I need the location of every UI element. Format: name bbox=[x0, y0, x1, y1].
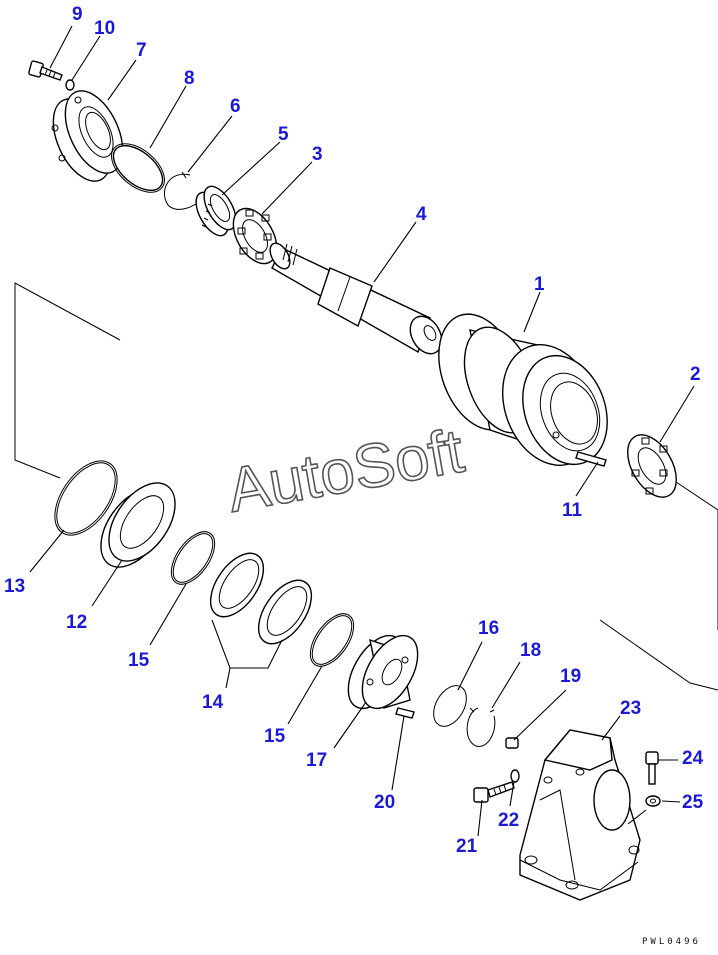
callout-14: 14 bbox=[202, 692, 224, 713]
callout-6: 6 bbox=[230, 96, 241, 117]
part-16-ring bbox=[433, 685, 467, 727]
part-22-washer bbox=[510, 769, 520, 783]
callout-7: 7 bbox=[136, 40, 147, 61]
part-6-snap-ring bbox=[163, 171, 205, 210]
callout-4: 4 bbox=[416, 204, 427, 225]
part-25-washer bbox=[645, 795, 661, 807]
part-19-plug bbox=[505, 737, 519, 749]
callout-15-lower: 15 bbox=[264, 726, 286, 747]
callout-21: 21 bbox=[456, 836, 478, 857]
callout-1: 1 bbox=[534, 274, 545, 295]
callout-23: 23 bbox=[620, 698, 641, 719]
callout-5: 5 bbox=[278, 124, 289, 145]
part-9-bolt bbox=[28, 60, 63, 81]
part-5-bearing-cup bbox=[195, 185, 237, 237]
part-24-bolt bbox=[645, 751, 659, 785]
drawing-code: PWL0496 bbox=[642, 937, 701, 947]
callout-12: 12 bbox=[66, 612, 87, 633]
part-7-cover bbox=[51, 90, 124, 182]
callout-24: 24 bbox=[682, 748, 704, 769]
part-2-bearing bbox=[627, 434, 677, 498]
part-14-seal-a bbox=[209, 552, 265, 618]
part-4-shaft bbox=[269, 242, 443, 355]
callout-17: 17 bbox=[306, 750, 327, 771]
callout-11: 11 bbox=[562, 500, 583, 521]
callout-18: 18 bbox=[520, 640, 541, 661]
part-14-seal-b bbox=[257, 579, 313, 645]
watermark-text: AutoSoft bbox=[222, 417, 468, 526]
callout-16: 16 bbox=[478, 618, 499, 639]
part-3-bearing bbox=[232, 207, 278, 265]
callout-8: 8 bbox=[184, 68, 195, 89]
callout-20: 20 bbox=[374, 792, 395, 813]
part-11-pin bbox=[575, 451, 607, 467]
part-10-washer bbox=[65, 79, 75, 91]
part-18-snap-ring bbox=[466, 707, 496, 747]
leader-lines bbox=[29, 25, 695, 837]
callout-19: 19 bbox=[560, 666, 581, 687]
callout-25: 25 bbox=[682, 792, 704, 813]
part-20-pin bbox=[395, 707, 415, 719]
part-15-o-ring-upper bbox=[170, 531, 216, 585]
part-21-bolt bbox=[473, 781, 515, 803]
part-8-o-ring bbox=[111, 143, 165, 193]
callout-13: 13 bbox=[4, 576, 25, 597]
callout-3: 3 bbox=[312, 144, 323, 165]
callout-9: 9 bbox=[72, 4, 83, 25]
callout-15-upper: 15 bbox=[128, 650, 150, 671]
callout-22: 22 bbox=[498, 810, 519, 831]
part-17-collar bbox=[347, 634, 419, 710]
part-23-bracket bbox=[519, 729, 641, 901]
callout-10: 10 bbox=[94, 18, 115, 39]
section-bracket-right bbox=[599, 477, 718, 691]
part-15-o-ring-lower bbox=[309, 613, 355, 667]
part-1-roller bbox=[438, 313, 608, 466]
part-12-seal bbox=[100, 482, 176, 568]
section-bracket-left bbox=[14, 282, 121, 479]
callout-2: 2 bbox=[690, 364, 701, 385]
